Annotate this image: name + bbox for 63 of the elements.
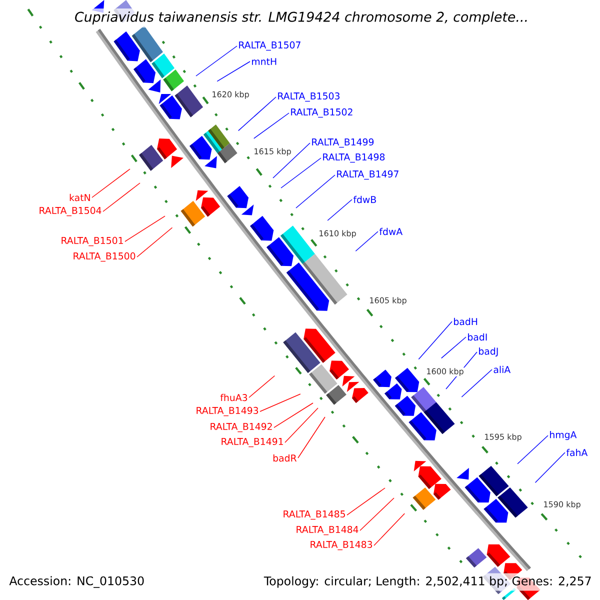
gene-label: badR xyxy=(273,454,297,462)
leader-line xyxy=(216,61,250,82)
gene-label: fdwB xyxy=(353,196,376,204)
scale-label: 1600 kbp xyxy=(426,368,464,376)
leader-line xyxy=(346,488,386,516)
footer-text: Topology: circular; Length: 2,502,411 bp; Genes: 2,257 xyxy=(260,573,595,591)
gene-label: badI xyxy=(468,333,487,341)
scale-label: 1595 kbp xyxy=(485,434,522,442)
leader-line xyxy=(136,227,173,258)
leader-line xyxy=(298,416,326,458)
leader-line xyxy=(534,452,566,484)
leader-line xyxy=(355,231,378,252)
gene-label: RALTA_B1498 xyxy=(323,153,385,163)
gene-label: fdwA xyxy=(379,228,403,236)
gene-label: RALTA_B1507 xyxy=(239,41,300,51)
leader-line xyxy=(374,513,405,546)
leader-line xyxy=(274,402,314,428)
leader-line xyxy=(248,375,276,398)
gene-label: RALTA_B1502 xyxy=(291,108,352,118)
gene-label: RALTA_B1504 xyxy=(40,206,102,216)
map-title: Cupriavidus taiwanensis str. LMG19424 chromosome 2, complete... xyxy=(70,8,532,28)
gene-label: fhuA3 xyxy=(220,394,248,402)
gene-label: badJ xyxy=(479,348,498,357)
gene-label: hmgA xyxy=(550,430,577,440)
scale-label: 1610 kbp xyxy=(320,230,356,238)
leader-line xyxy=(296,174,336,208)
scale-label: 1620 kbp xyxy=(212,91,249,99)
leader-line xyxy=(92,168,130,198)
gene-label: aliA xyxy=(494,366,511,374)
scale-label: 1615 kbp xyxy=(254,148,291,156)
gene-label: RALTA_B1500 xyxy=(74,252,136,262)
gene-label: RALTA_B1483 xyxy=(310,540,372,550)
gene-label: RALTA_B1497 xyxy=(337,170,398,180)
gene-label: RALTA_B1501 xyxy=(62,236,123,246)
gene-label: mntH xyxy=(252,58,276,65)
scale-label: 1605 kbp xyxy=(370,297,406,305)
gene-label: RALTA_B1485 xyxy=(284,510,345,520)
leader-line xyxy=(461,369,492,398)
gene-label: RALTA_B1492 xyxy=(210,422,272,432)
leader-line xyxy=(260,394,301,412)
leader-line xyxy=(124,216,166,242)
leader-line xyxy=(418,321,452,360)
gene-label: katN xyxy=(70,194,90,202)
leader-line xyxy=(360,498,394,531)
leader-line xyxy=(272,142,310,178)
leader-line xyxy=(517,435,548,464)
leader-line xyxy=(102,182,140,212)
footer-text: Accession: NC_010530 xyxy=(6,573,148,591)
gene-label: RALTA_B1491 xyxy=(222,438,283,448)
leader-line xyxy=(280,158,322,188)
leader-line xyxy=(196,46,238,76)
gene-label: fahA xyxy=(566,448,588,456)
gene-label: RALTA_B1493 xyxy=(196,406,258,416)
leader-line xyxy=(441,336,466,359)
gene-label: RALTA_B1503 xyxy=(278,92,340,102)
gene-label: RALTA_B1499 xyxy=(312,138,374,148)
leader-line xyxy=(327,199,352,221)
gene-label: badH xyxy=(454,318,478,326)
scale-label: 1590 kbp xyxy=(544,501,580,509)
leader-line xyxy=(253,112,290,139)
leader-line xyxy=(238,96,276,132)
gene-label: RALTA_B1484 xyxy=(296,526,358,536)
leader-line xyxy=(284,408,318,443)
